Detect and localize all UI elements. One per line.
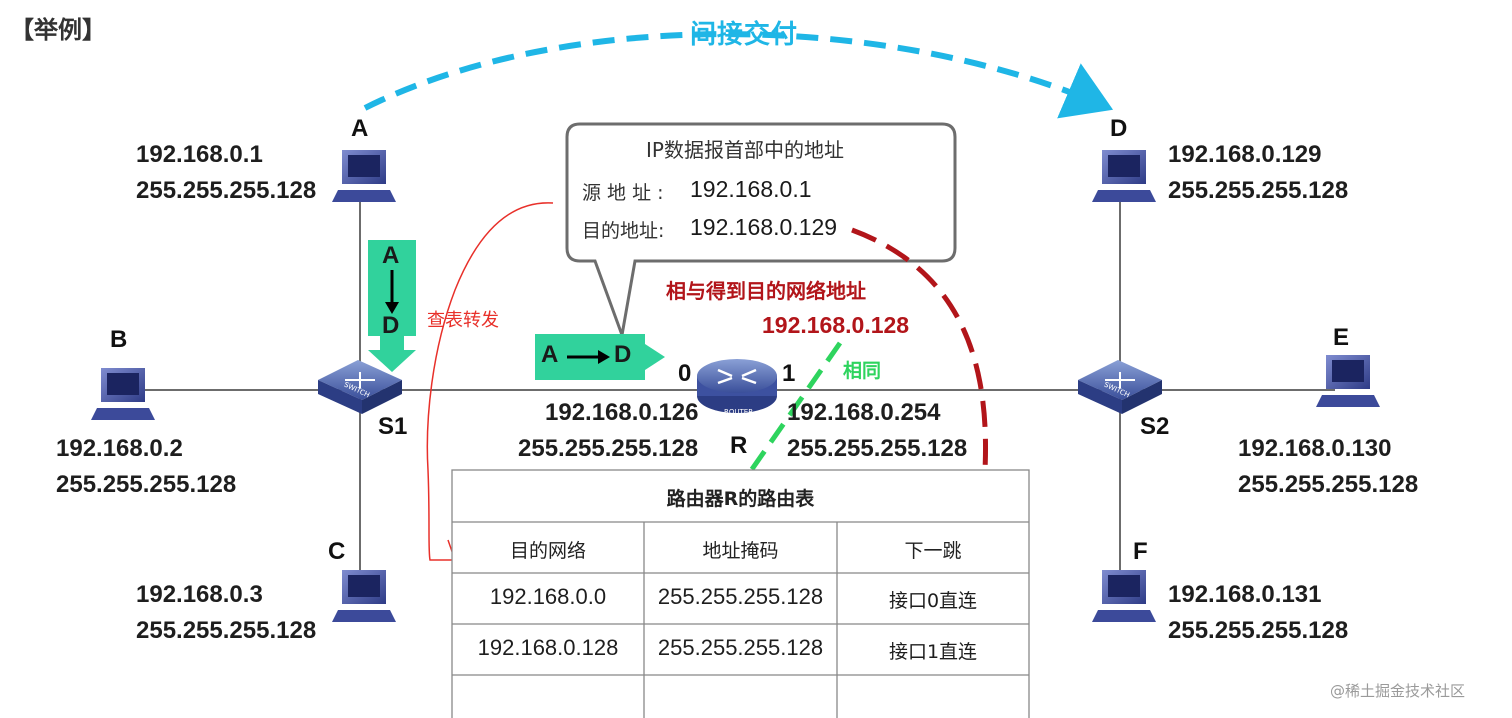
router-if0-ip: 192.168.0.126 bbox=[545, 399, 699, 426]
routing-table-header-mask: 地址掩码 bbox=[702, 540, 779, 562]
table-row-1-nexthop: 接口0直连 bbox=[888, 590, 978, 612]
host-c-mask: 255.255.255.128 bbox=[136, 617, 317, 644]
packet-horizontal-to: D bbox=[614, 341, 632, 368]
router-if1-label: 1 bbox=[782, 360, 796, 387]
host-f-ip: 192.168.0.131 bbox=[1168, 581, 1322, 608]
pc-f-device bbox=[1092, 570, 1156, 622]
table-row-2-nexthop: 接口1直连 bbox=[888, 641, 978, 663]
table-row-1-mask: 255.255.255.128 bbox=[657, 584, 824, 609]
packet-horizontal-from: A bbox=[541, 341, 559, 368]
pc-a-device bbox=[332, 150, 396, 202]
routing-table-header-nexthop: 下一跳 bbox=[904, 540, 962, 562]
host-f-mask: 255.255.255.128 bbox=[1168, 617, 1349, 644]
host-b-mask: 255.255.255.128 bbox=[56, 471, 237, 498]
lookup-scribble bbox=[426, 202, 554, 561]
pc-b-device bbox=[91, 368, 155, 420]
bubble-src-value: 192.168.0.1 bbox=[690, 176, 812, 202]
switch-s1-label: S1 bbox=[378, 413, 408, 440]
table-row-2-dest: 192.168.0.128 bbox=[477, 635, 619, 660]
page-title: 【举例】 bbox=[10, 16, 106, 44]
host-c-ip: 192.168.0.3 bbox=[136, 581, 263, 608]
router-device bbox=[697, 359, 777, 413]
packet-vertical-to: D bbox=[382, 312, 400, 339]
router-if0-label: 0 bbox=[678, 360, 692, 387]
host-e-mask: 255.255.255.128 bbox=[1238, 471, 1419, 498]
host-a-label: A bbox=[351, 115, 369, 142]
host-e-label: E bbox=[1333, 324, 1350, 351]
table-row-1-dest: 192.168.0.0 bbox=[489, 584, 607, 609]
host-b-ip: 192.168.0.2 bbox=[56, 435, 183, 462]
router-name-label: R bbox=[730, 432, 748, 459]
host-a-mask: 255.255.255.128 bbox=[136, 177, 317, 204]
watermark: @稀土掘金技术社区 bbox=[1330, 682, 1466, 700]
switch-s2-label: S2 bbox=[1140, 413, 1170, 440]
bubble-src-label: 源 地 址 : bbox=[582, 182, 664, 204]
bubble-title: IP数据报首部中的地址 bbox=[646, 138, 844, 162]
switch-s2-device bbox=[1078, 360, 1162, 414]
indirect-delivery-label: 间接交付 bbox=[690, 20, 799, 50]
bubble-dst-value: 192.168.0.129 bbox=[690, 214, 838, 240]
packet-vertical-from: A bbox=[382, 242, 400, 269]
routing-table-grid bbox=[451, 469, 1030, 718]
same-label: 相同 bbox=[843, 360, 882, 382]
pc-e-device bbox=[1316, 355, 1380, 407]
address-bubble bbox=[565, 122, 957, 341]
router-if1-mask: 255.255.255.128 bbox=[787, 435, 968, 462]
host-e-ip: 192.168.0.130 bbox=[1238, 435, 1392, 462]
pc-c-device bbox=[332, 570, 396, 622]
router-if0-mask: 255.255.255.128 bbox=[518, 435, 699, 462]
table-row-2-mask: 255.255.255.128 bbox=[657, 635, 824, 660]
routing-table-header-dest: 目的网络 bbox=[509, 540, 586, 562]
and-result-value: 192.168.0.128 bbox=[762, 312, 910, 338]
router-if1-ip: 192.168.0.254 bbox=[787, 399, 941, 426]
lookup-forward-label: 查表转发 bbox=[427, 310, 499, 331]
packet-horizontal-arrow bbox=[535, 334, 665, 380]
indirect-delivery-arc bbox=[363, 31, 1114, 119]
host-d-label: D bbox=[1110, 115, 1128, 142]
routing-table-title: 路由器R的路由表 bbox=[666, 488, 815, 510]
host-d-ip: 192.168.0.129 bbox=[1168, 141, 1322, 168]
pc-d-device bbox=[1092, 150, 1156, 202]
host-f-label: F bbox=[1133, 538, 1148, 565]
switch-s1-device bbox=[318, 360, 402, 414]
host-d-mask: 255.255.255.128 bbox=[1168, 177, 1349, 204]
and-result-label: 相与得到目的网络地址 bbox=[666, 279, 866, 303]
host-a-ip: 192.168.0.1 bbox=[136, 141, 263, 168]
bubble-dst-label: 目的地址: bbox=[582, 220, 665, 242]
host-c-label: C bbox=[328, 538, 346, 565]
packet-vertical-arrow bbox=[368, 240, 416, 372]
host-b-label: B bbox=[110, 326, 128, 353]
router-device-label: ROUTER bbox=[724, 408, 754, 416]
